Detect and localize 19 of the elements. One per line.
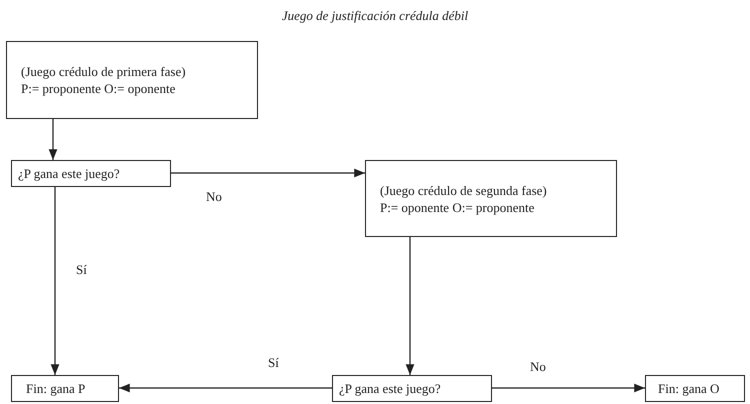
process-box [11,375,119,402]
box-text: ¿P gana este juego? [339,380,441,397]
arrow [48,119,58,160]
arrow [492,384,645,392]
arrow [119,384,332,392]
process-box [645,375,745,402]
process-box [332,375,492,402]
box-text: ¿P gana este juego? [18,165,120,182]
box-text: Fin: gana P [26,380,86,397]
process-box [6,41,258,119]
process-box [365,160,617,237]
box-text: Fin: gana O [658,380,720,397]
diagram-title: Juego de justificación crédula débil [280,8,470,24]
arrow [171,168,365,178]
box-text: (Juego crédulo de primera fase) P:= proponente O:= oponente [21,63,187,97]
arrow [406,237,414,375]
arrow [50,187,60,375]
box-text: (Juego crédulo de segunda fase) P:= oponente O:= proponente [380,182,548,216]
process-box [11,160,171,187]
